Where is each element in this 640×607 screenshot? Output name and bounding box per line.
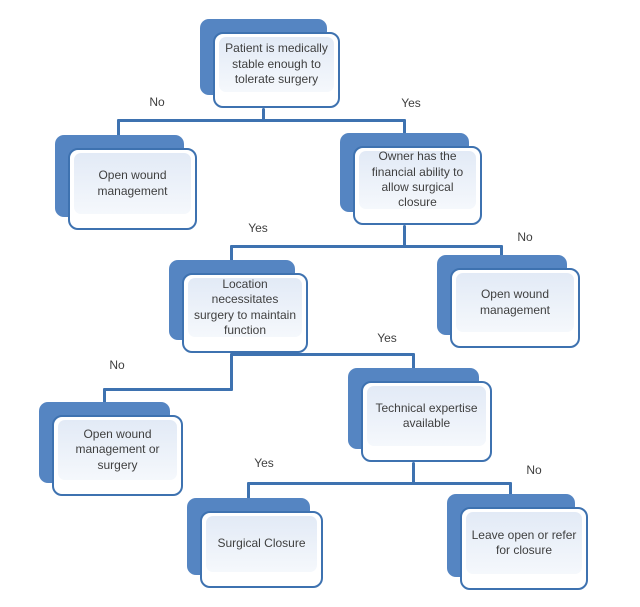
edge-label-no: No — [109, 358, 125, 372]
connector-segment — [117, 119, 406, 122]
node-front: Owner has the financial ability to allow… — [353, 146, 482, 225]
connector-segment — [500, 245, 503, 260]
node-label: Owner has the financial ability to allow… — [371, 149, 464, 210]
edge-label-yes: Yes — [377, 331, 397, 345]
node-inner-fill — [219, 37, 334, 92]
node-label: Open wound management — [479, 287, 551, 317]
connector-segment — [230, 245, 503, 248]
connector-segment — [412, 353, 415, 373]
connector-segment — [103, 388, 233, 391]
node-front: Patient is medically stable enough to to… — [213, 32, 340, 108]
connector-segment — [403, 225, 406, 247]
node-inner-fill — [188, 278, 302, 337]
connector-segment — [247, 482, 250, 499]
node-label: Surgical Closure — [217, 536, 306, 551]
edge-label-yes: Yes — [248, 221, 268, 235]
connector-segment — [230, 353, 233, 391]
node-front: Leave open or refer for closure — [460, 507, 588, 590]
node-label: Patient is medically stable enough to to… — [225, 41, 328, 87]
node-label: Location necessitates surgery to maintai… — [193, 276, 297, 337]
connector-segment — [103, 388, 106, 404]
edge-label-no: No — [149, 95, 165, 109]
node-inner-fill — [367, 386, 486, 446]
connector-segment — [412, 462, 415, 484]
node-inner-fill — [74, 153, 191, 214]
node-inner-fill — [456, 273, 574, 332]
node-front: Open wound management — [68, 148, 197, 230]
connector-segment — [230, 245, 233, 263]
node-front: Location necessitates surgery to maintai… — [182, 273, 308, 353]
edge-label-no: No — [517, 230, 533, 244]
node-label: Technical expertise available — [375, 400, 478, 430]
node-front: Open wound management or surgery — [52, 415, 183, 496]
node-label: Open wound management — [97, 168, 168, 198]
node-inner-fill — [206, 516, 317, 572]
edge-label-yes: Yes — [254, 456, 274, 470]
node-label: Leave open or refer for closure — [471, 527, 577, 557]
connector-segment — [247, 482, 512, 485]
connector-segment — [230, 353, 415, 356]
node-label: Open wound management or surgery — [75, 426, 160, 472]
node-inner-fill — [466, 512, 582, 574]
node-front: Technical expertise available — [361, 381, 492, 462]
node-inner-fill — [58, 420, 177, 480]
connector-segment — [117, 119, 120, 137]
connector-segment — [262, 108, 265, 121]
node-front: Open wound management — [450, 268, 580, 348]
edge-label-yes: Yes — [401, 96, 421, 110]
edge-label-no: No — [526, 463, 542, 477]
node-inner-fill — [359, 151, 476, 209]
connector-segment — [509, 482, 512, 496]
node-front: Surgical Closure — [200, 511, 323, 588]
